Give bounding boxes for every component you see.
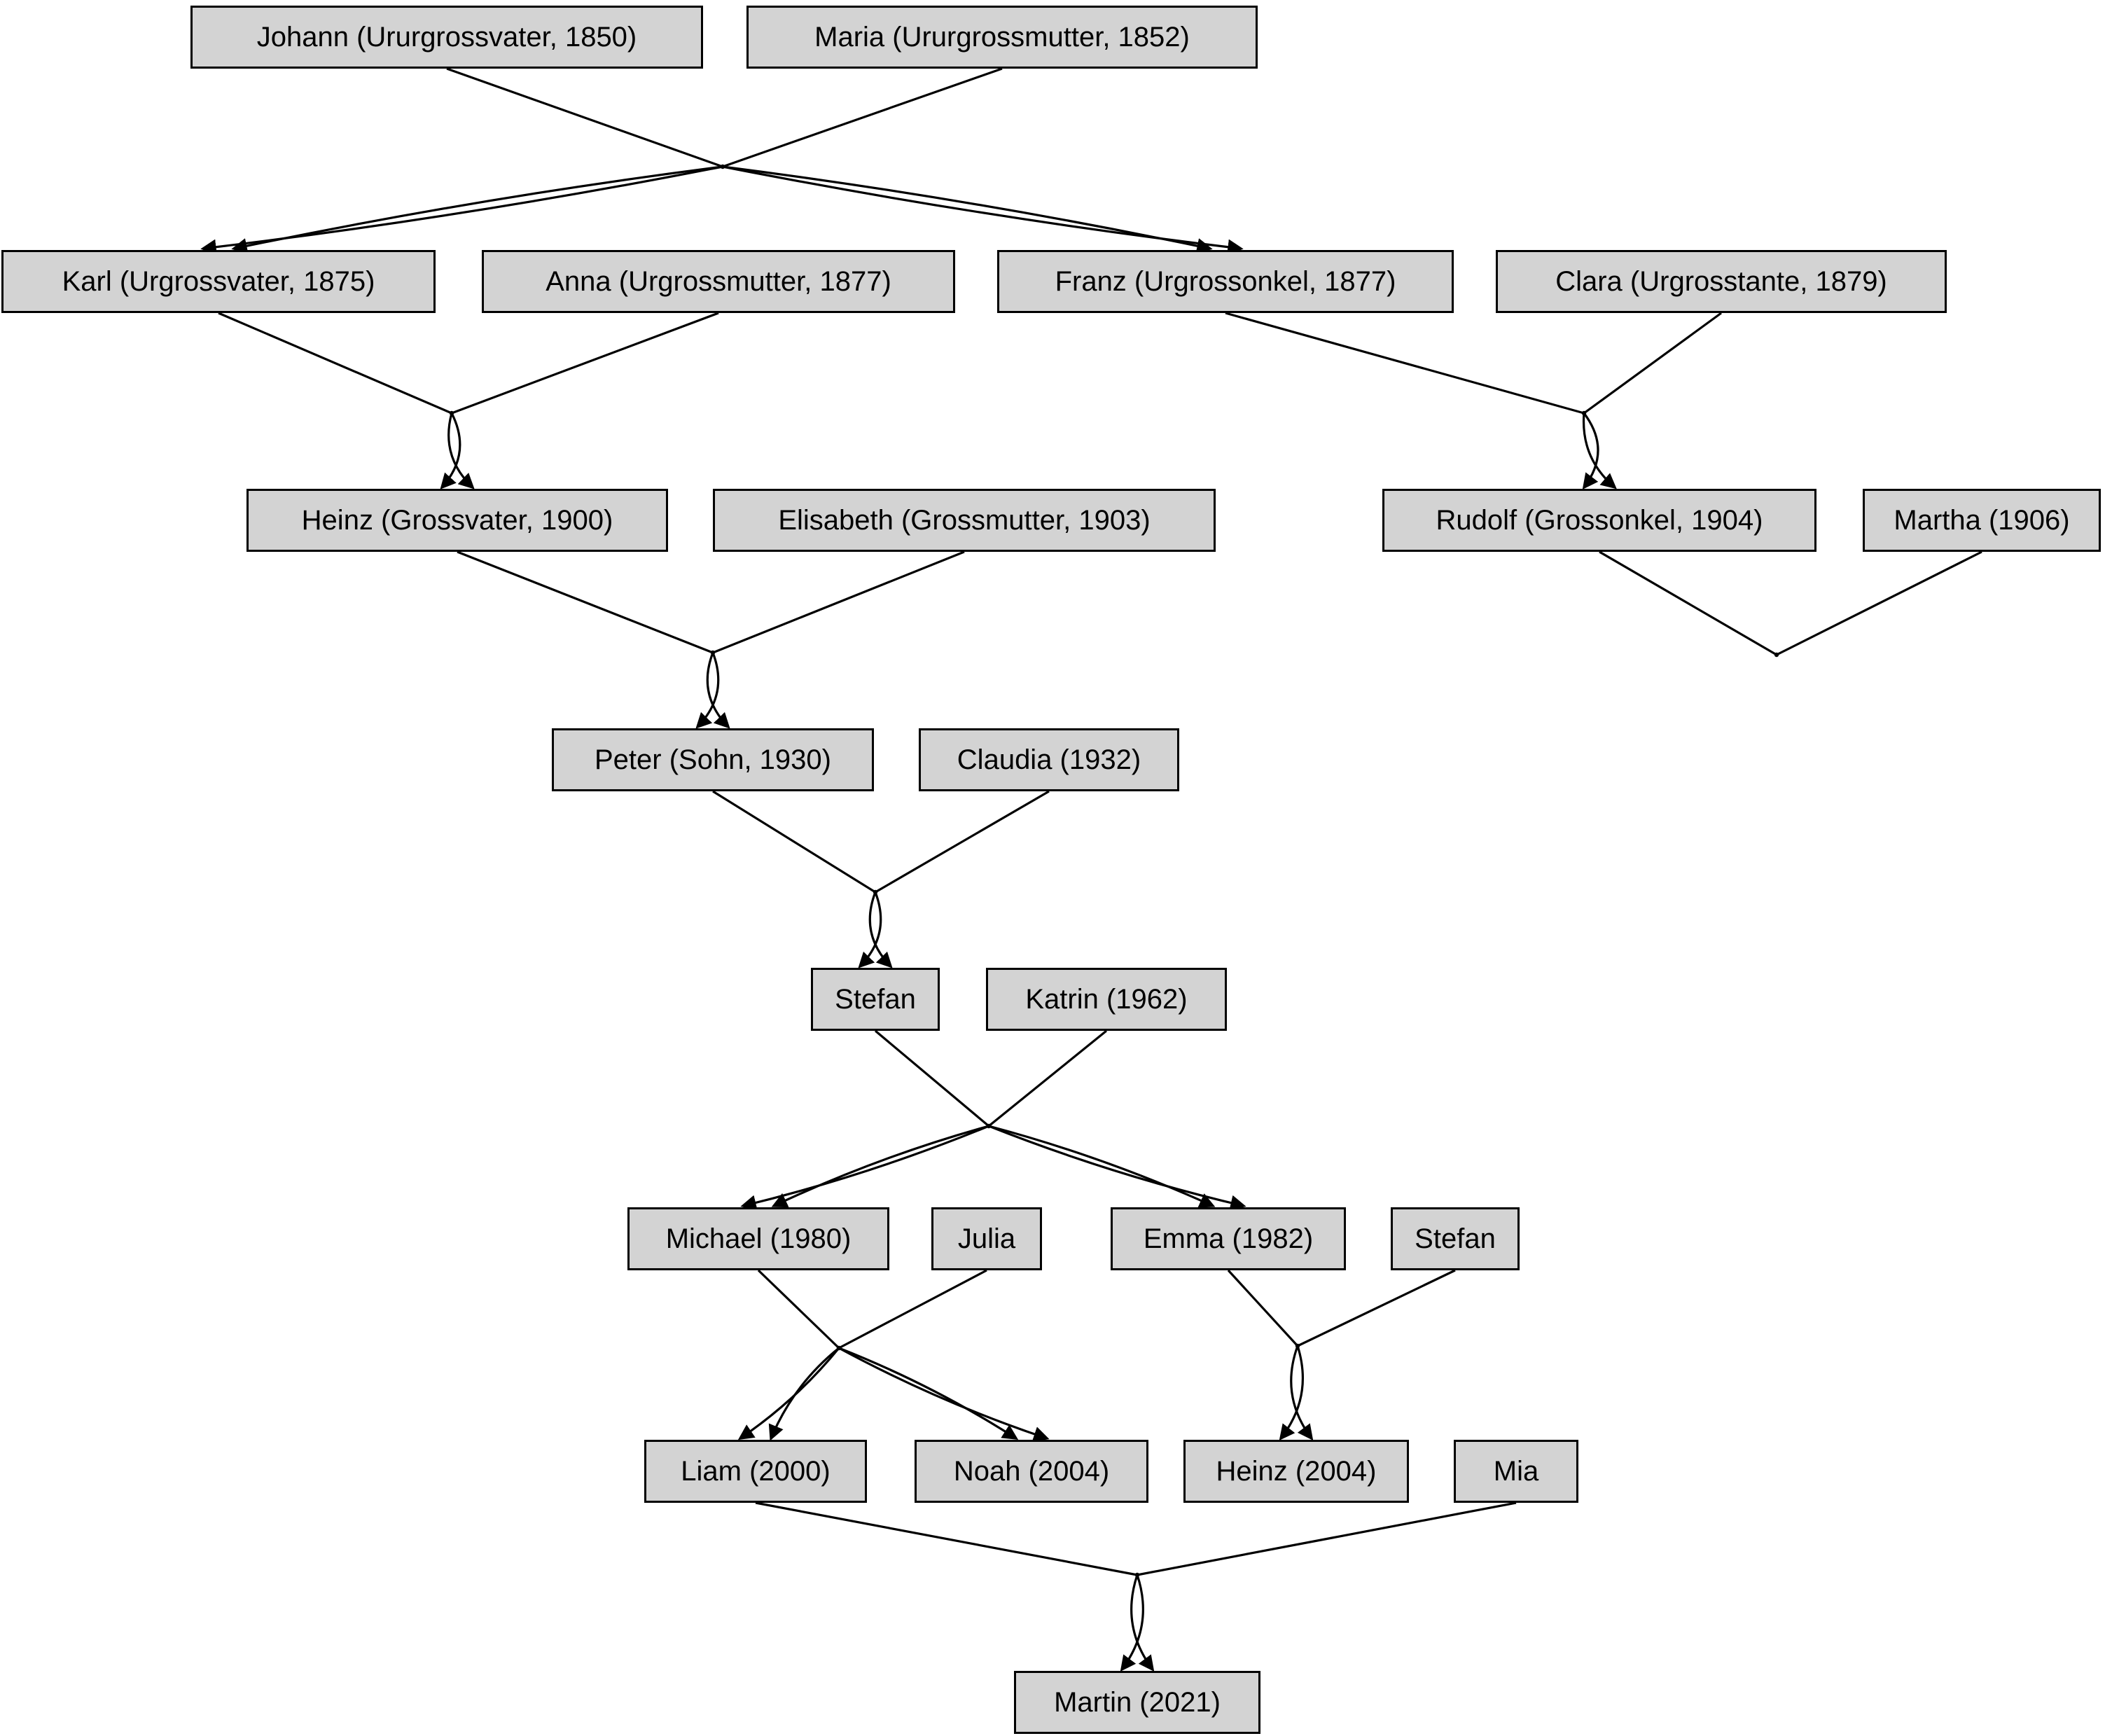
- node-label: Anna (Urgrossmutter, 1877): [546, 266, 891, 297]
- edge-parent-stefan1-to-union-u7: [874, 1029, 990, 1127]
- node-label: Johann (Ururgrossvater, 1850): [256, 22, 637, 53]
- node-label: Stefan: [835, 984, 916, 1015]
- edge-parent-martha-to-union-u5: [1776, 550, 1982, 656]
- edge-parent-maria-to-union-u1: [722, 67, 1003, 168]
- node-label: Rudolf (Grossonkel, 1904): [1436, 505, 1763, 536]
- union-junction-u1: [720, 164, 725, 169]
- node-johann[interactable]: Johann (Ururgrossvater, 1850): [190, 6, 703, 69]
- node-label: Stefan: [1415, 1223, 1496, 1254]
- node-franz[interactable]: Franz (Urgrossonkel, 1877): [997, 250, 1454, 313]
- edge-union-u9-to-child-heinz2: [1279, 1345, 1304, 1440]
- edge-union-u2-to-child-heinzg: [447, 412, 475, 489]
- union-junction-u8: [836, 1345, 842, 1351]
- node-label: Peter (Sohn, 1930): [595, 744, 831, 775]
- edge-parent-clara-to-union-u3: [1583, 312, 1722, 415]
- node-martha[interactable]: Martha (1906): [1863, 489, 2101, 552]
- node-label: Franz (Urgrossonkel, 1877): [1055, 266, 1396, 297]
- node-stefan1[interactable]: Stefan: [811, 968, 940, 1031]
- edge-union-u3-to-child-rudolf: [1582, 412, 1617, 489]
- node-label: Liam (2000): [681, 1456, 831, 1487]
- node-martin[interactable]: Martin (2021): [1014, 1671, 1260, 1734]
- edge-parent-michael-to-union-u8: [757, 1269, 840, 1349]
- node-label: Heinz (Grossvater, 1900): [301, 505, 613, 536]
- edge-union-u2-to-child-heinzg: [440, 412, 461, 489]
- edge-union-u6-to-child-stefan1: [868, 891, 893, 968]
- edge-parent-mia-to-union-u10: [1137, 1501, 1517, 1576]
- edge-union-u4-to-child-peter: [706, 652, 730, 729]
- union-junction-u3: [1581, 410, 1587, 416]
- edge-union-u7-to-child-emma: [988, 1125, 1216, 1208]
- edge-parent-peter-to-union-u6: [712, 790, 876, 894]
- node-elisabeth[interactable]: Elisabeth (Grossmutter, 1903): [713, 489, 1216, 552]
- edge-union-u1-to-child-franz: [722, 165, 1244, 255]
- node-liam[interactable]: Liam (2000): [644, 1440, 867, 1503]
- node-katrin[interactable]: Katrin (1962): [986, 968, 1227, 1031]
- node-noah[interactable]: Noah (2004): [915, 1440, 1148, 1503]
- edge-parent-liam-to-union-u10: [755, 1501, 1138, 1576]
- node-label: Mia: [1493, 1456, 1539, 1487]
- node-label: Martha (1906): [1894, 505, 2070, 536]
- node-label: Clara (Urgrosstante, 1879): [1555, 266, 1887, 297]
- node-mia[interactable]: Mia: [1454, 1440, 1578, 1503]
- edge-union-u7-to-child-emma: [988, 1125, 1246, 1211]
- node-peter[interactable]: Peter (Sohn, 1930): [552, 728, 874, 791]
- edge-union-u6-to-child-stefan1: [858, 891, 882, 968]
- node-clara[interactable]: Clara (Urgrosstante, 1879): [1496, 250, 1947, 313]
- edge-parent-johann-to-union-u1: [446, 67, 723, 168]
- node-michael[interactable]: Michael (1980): [627, 1207, 889, 1270]
- node-heinzg[interactable]: Heinz (Grossvater, 1900): [246, 489, 668, 552]
- node-rudolf[interactable]: Rudolf (Grossonkel, 1904): [1382, 489, 1816, 552]
- node-heinz2[interactable]: Heinz (2004): [1183, 1440, 1409, 1503]
- edge-union-u1-to-child-franz: [722, 165, 1213, 254]
- union-junction-u4: [710, 650, 716, 655]
- node-stefan2[interactable]: Stefan: [1391, 1207, 1520, 1270]
- edge-union-u1-to-child-karl: [231, 165, 723, 254]
- node-label: Martin (2021): [1054, 1687, 1221, 1718]
- node-claudia[interactable]: Claudia (1932): [919, 728, 1179, 791]
- edge-union-u9-to-child-heinz2: [1290, 1345, 1314, 1440]
- node-julia[interactable]: Julia: [931, 1207, 1042, 1270]
- node-label: Noah (2004): [953, 1456, 1110, 1487]
- node-karl[interactable]: Karl (Urgrossvater, 1875): [1, 250, 436, 313]
- node-label: Maria (Ururgrossmutter, 1852): [814, 22, 1190, 53]
- union-junction-u10: [1134, 1572, 1140, 1578]
- edge-parent-heinzg-to-union-u4: [457, 550, 714, 654]
- edge-union-u4-to-child-peter: [695, 652, 720, 729]
- node-label: Elisabeth (Grossmutter, 1903): [778, 505, 1151, 536]
- union-junction-u5: [1774, 652, 1779, 658]
- node-label: Heinz (2004): [1216, 1456, 1377, 1487]
- node-maria[interactable]: Maria (Ururgrossmutter, 1852): [746, 6, 1258, 69]
- edge-parent-claudia-to-union-u6: [875, 790, 1050, 894]
- edge-parent-franz-to-union-u3: [1225, 312, 1585, 415]
- union-junction-u7: [986, 1123, 992, 1129]
- edge-union-u8-to-child-noah: [838, 1347, 1050, 1442]
- edge-parent-elisabeth-to-union-u4: [712, 550, 965, 654]
- edge-union-u1-to-child-karl: [200, 165, 723, 255]
- edge-parent-stefan2-to-union-u9: [1297, 1269, 1456, 1347]
- edge-union-u10-to-child-martin: [1120, 1574, 1144, 1672]
- edge-parent-karl-to-union-u2: [218, 312, 452, 415]
- node-label: Michael (1980): [665, 1223, 852, 1254]
- edge-union-u8-to-child-liam: [768, 1347, 840, 1441]
- node-anna[interactable]: Anna (Urgrossmutter, 1877): [482, 250, 955, 313]
- node-label: Emma (1982): [1143, 1223, 1314, 1254]
- edge-parent-julia-to-union-u8: [838, 1269, 987, 1349]
- edge-parent-katrin-to-union-u7: [987, 1029, 1108, 1127]
- edge-union-u3-to-child-rudolf: [1582, 412, 1599, 489]
- node-label: Karl (Urgrossvater, 1875): [62, 266, 375, 297]
- edge-parent-emma-to-union-u9: [1227, 1269, 1299, 1347]
- node-emma[interactable]: Emma (1982): [1111, 1207, 1346, 1270]
- union-junction-u6: [873, 889, 878, 895]
- edge-parent-anna-to-union-u2: [451, 312, 719, 415]
- union-junction-u9: [1295, 1343, 1300, 1349]
- node-label: Claudia (1932): [957, 744, 1141, 775]
- edge-union-u8-to-child-noah: [838, 1347, 1019, 1440]
- edge-parent-rudolf-to-union-u5: [1599, 550, 1777, 656]
- edge-union-u7-to-child-michael: [771, 1125, 989, 1208]
- union-junction-u2: [449, 410, 454, 416]
- node-label: Katrin (1962): [1025, 984, 1188, 1015]
- node-label: Julia: [957, 1223, 1016, 1254]
- edge-union-u10-to-child-martin: [1130, 1574, 1155, 1672]
